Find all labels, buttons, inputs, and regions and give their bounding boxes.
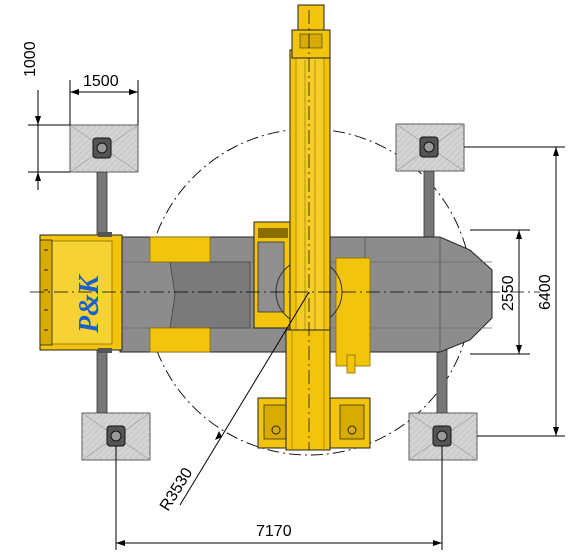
outrigger-pad-bottom-left [81,412,151,461]
dimension-1000 [28,90,70,190]
dimension-label-2550: 2550 [500,275,517,311]
dimension-label-1000: 1000 [22,41,39,77]
dimension-6400 [464,146,565,437]
outrigger-pads [69,123,478,461]
dimension-label-1500: 1500 [83,73,119,90]
dimension-1500 [69,80,139,125]
brand-logo: P&K [74,273,105,334]
front-cab [39,232,123,353]
telescopic-boom [285,4,331,451]
dimension-label-7170: 7170 [256,523,292,540]
outrigger-pad-top-right [395,123,465,172]
radius-dimension [179,291,310,506]
radius-label: R3530 [157,465,196,514]
outrigger-pad-top-left [69,124,139,173]
dimension-label-6400: 6400 [537,274,554,310]
outrigger-pad-bottom-right [408,412,478,461]
operator-cab [253,221,295,329]
dimension-7170 [115,446,443,550]
dimension-2550 [470,229,530,355]
